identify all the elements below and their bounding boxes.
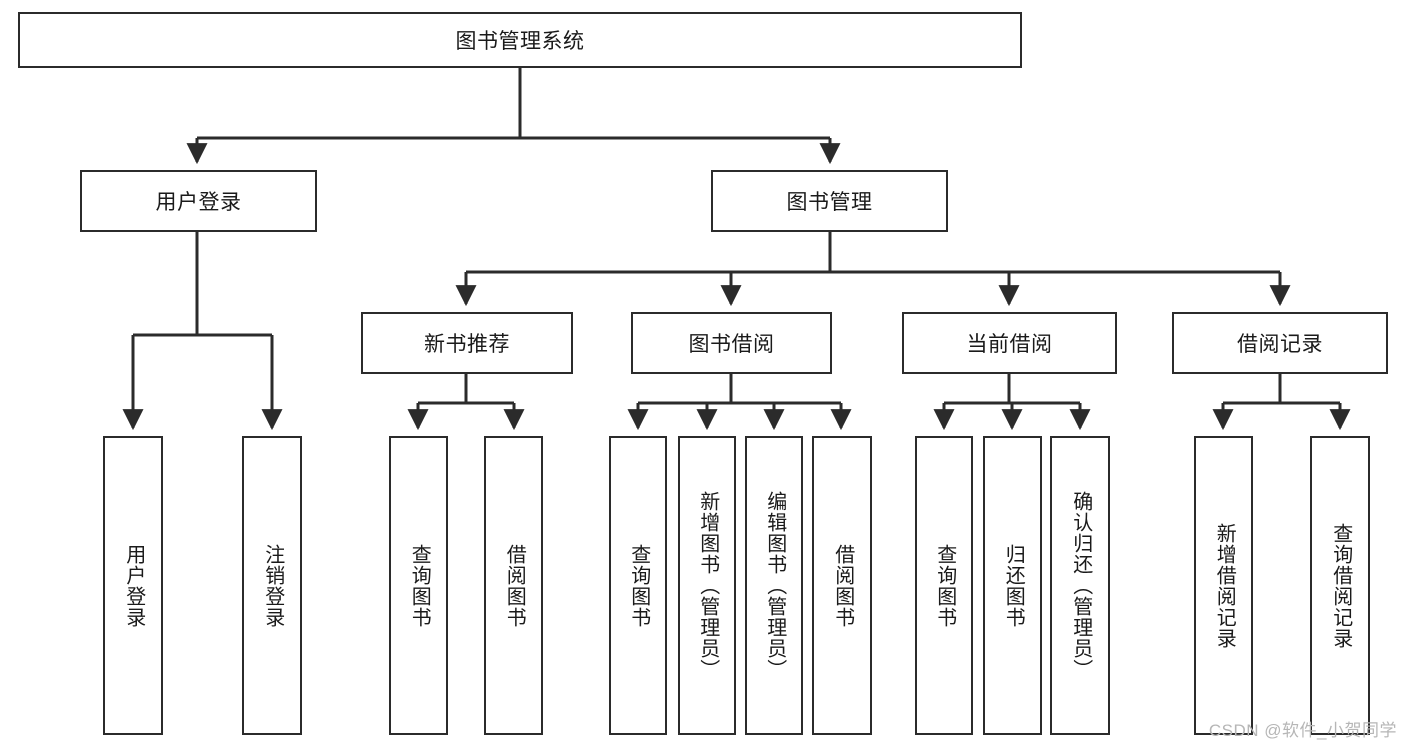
- node-root[interactable]: 图书管理系统: [18, 12, 1022, 68]
- node-user-login[interactable]: 用户登录: [80, 170, 317, 232]
- node-new-book-recommend-label: 新书推荐: [424, 333, 510, 356]
- node-leaf-user-logout-label: 注销登录: [261, 543, 284, 628]
- node-leaf-query-book-3-label: 查询图书: [933, 543, 956, 628]
- node-book-borrow-label: 图书借阅: [688, 333, 775, 356]
- node-leaf-confirm-return[interactable]: 确认归还（管理员）: [1050, 436, 1110, 735]
- node-user-login-label: 用户登录: [155, 191, 242, 214]
- node-leaf-query-record[interactable]: 查询借阅记录: [1310, 436, 1370, 735]
- node-leaf-user-login[interactable]: 用户登录: [103, 436, 163, 735]
- node-leaf-add-book-label: 新增图书（管理员）: [696, 491, 719, 680]
- node-leaf-query-record-label: 查询借阅记录: [1329, 522, 1352, 649]
- node-leaf-query-book-3[interactable]: 查询图书: [915, 436, 973, 735]
- node-leaf-add-record[interactable]: 新增借阅记录: [1194, 436, 1253, 735]
- node-root-label: 图书管理系统: [455, 30, 585, 53]
- watermark: CSDN @软件_小贺同学: [1208, 721, 1397, 740]
- node-leaf-user-logout[interactable]: 注销登录: [242, 436, 302, 735]
- node-leaf-add-record-label: 新增借阅记录: [1213, 522, 1236, 649]
- node-current-borrow[interactable]: 当前借阅: [902, 312, 1117, 374]
- node-leaf-borrow-book-1[interactable]: 借阅图书: [484, 436, 543, 735]
- node-leaf-add-book[interactable]: 新增图书（管理员）: [678, 436, 736, 735]
- node-leaf-query-book-1-label: 查询图书: [408, 543, 431, 628]
- node-leaf-edit-book[interactable]: 编辑图书（管理员）: [745, 436, 803, 735]
- node-book-manage[interactable]: 图书管理: [711, 170, 948, 232]
- node-leaf-return-book-label: 归还图书: [1002, 543, 1025, 628]
- node-leaf-borrow-book-1-label: 借阅图书: [503, 543, 526, 628]
- node-leaf-borrow-book-2[interactable]: 借阅图书: [812, 436, 872, 735]
- node-borrow-record-label: 借阅记录: [1237, 333, 1323, 356]
- node-book-borrow[interactable]: 图书借阅: [631, 312, 832, 374]
- node-leaf-return-book[interactable]: 归还图书: [983, 436, 1042, 735]
- node-book-manage-label: 图书管理: [786, 191, 873, 214]
- node-leaf-query-book-2[interactable]: 查询图书: [609, 436, 667, 735]
- node-leaf-edit-book-label: 编辑图书（管理员）: [763, 491, 786, 680]
- node-leaf-query-book-1[interactable]: 查询图书: [389, 436, 448, 735]
- node-leaf-query-book-2-label: 查询图书: [627, 543, 650, 628]
- node-leaf-borrow-book-2-label: 借阅图书: [831, 543, 854, 628]
- node-leaf-confirm-return-label: 确认归还（管理员）: [1069, 491, 1092, 680]
- node-new-book-recommend[interactable]: 新书推荐: [361, 312, 573, 374]
- node-current-borrow-label: 当前借阅: [966, 333, 1053, 356]
- node-borrow-record[interactable]: 借阅记录: [1172, 312, 1388, 374]
- node-leaf-user-login-label: 用户登录: [122, 543, 145, 628]
